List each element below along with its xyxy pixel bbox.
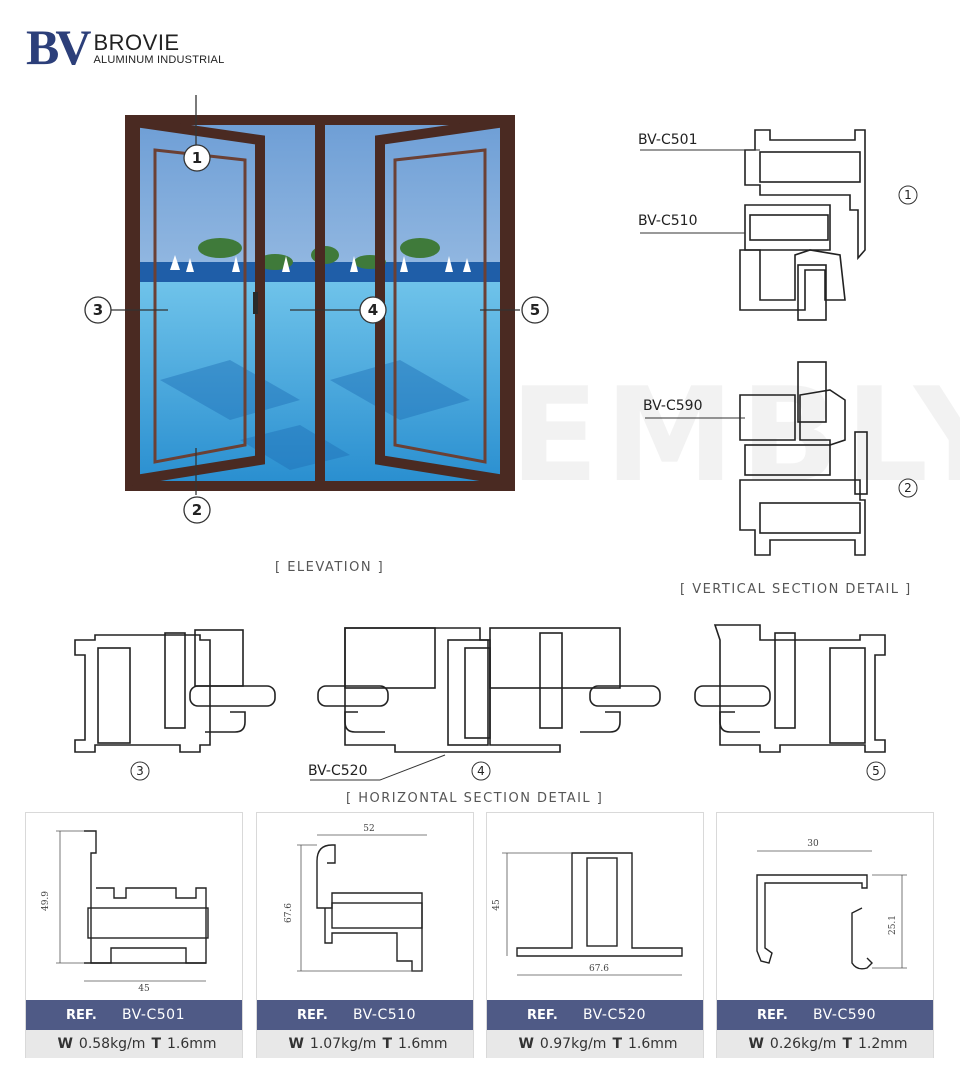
vertical-section-caption: [ VERTICAL SECTION DETAIL ] [680, 582, 912, 597]
horizontal-marker-4-label: 4 [477, 764, 485, 778]
horizontal-marker-3 [130, 761, 150, 781]
ref-code: BV-C510 [353, 1007, 416, 1023]
ref-code: BV-C520 [583, 1007, 646, 1023]
ref-code: BV-C590 [813, 1007, 876, 1023]
profile-card-bv-c520: 45 67.6 REF. BV-C520 W 0.97kg/m T 1.6mm [486, 812, 704, 1058]
scene-parasols [170, 255, 471, 272]
callout-4 [359, 296, 387, 324]
dim-height-bv-c590: 25.1 [888, 915, 898, 935]
vertical-section-leaders [640, 149, 918, 498]
vertical-marker-2-label: 2 [904, 481, 912, 495]
brand-logo: BV BROVIE ALUMINUM INDUSTRIAL [26, 18, 224, 75]
ref-label: REF. [757, 1007, 788, 1023]
horizontal-section-leaders [130, 754, 886, 781]
thickness-value: 1.2mm [858, 1036, 908, 1052]
spec-bar: W 1.07kg/m T 1.6mm [257, 1030, 473, 1058]
right-sash [375, 116, 510, 486]
vertical-marker-2 [898, 478, 918, 498]
weight-label: W [748, 1036, 764, 1052]
callout-5 [521, 296, 549, 324]
logo-subtitle: ALUMINUM INDUSTRIAL [93, 54, 225, 66]
diagram-canvas: ASSEMBLY [74, 95, 960, 781]
logo-mark: BV [26, 19, 91, 75]
thickness-value: 1.6mm [628, 1036, 678, 1052]
ref-bar: REF. BV-C501 [26, 1000, 242, 1030]
callout-4-label: 4 [368, 301, 378, 319]
profile-drawing-bv-c501: 49.9 45 [41, 830, 209, 994]
ref-bar: REF. BV-C510 [257, 1000, 473, 1030]
profile-drawing-bv-c520: 45 67.6 [492, 852, 683, 976]
callout-5-label: 5 [530, 301, 540, 319]
callout-2 [183, 496, 211, 524]
weight-value: 0.26kg/m [769, 1036, 837, 1052]
elevation-callouts [84, 95, 549, 524]
thickness-label: T [151, 1036, 161, 1052]
left-glazing-bead [153, 148, 247, 464]
profile-drawing-bv-c510: 52 67.6 [284, 824, 427, 972]
weight-label: W [57, 1036, 73, 1052]
profile-card-bv-c590: 30 25.1 REF. BV-C590 W 0.26kg/m T 1.2mm [716, 812, 934, 1058]
horizontal-section-drawing [74, 624, 886, 753]
callout-1 [183, 144, 211, 172]
ref-bar: REF. BV-C520 [487, 1000, 703, 1030]
thickness-label: T [842, 1036, 852, 1052]
weight-value: 0.58kg/m [78, 1036, 146, 1052]
thickness-value: 1.6mm [398, 1036, 448, 1052]
horizontal-marker-4 [471, 761, 491, 781]
dim-width-bv-c510: 52 [363, 824, 374, 834]
callout-3-label: 3 [93, 301, 103, 319]
right-glazing-bead [393, 148, 487, 464]
callout-1-label: 1 [192, 149, 202, 167]
ref-label: REF. [66, 1007, 97, 1023]
handle-icon [253, 292, 258, 314]
ref-code: BV-C501 [122, 1007, 185, 1023]
elevation-caption: [ ELEVATION ] [275, 560, 385, 575]
spec-bar: W 0.26kg/m T 1.2mm [717, 1030, 933, 1058]
dim-height-bv-c510: 67.6 [284, 903, 294, 923]
dim-height-bv-c501: 49.9 [41, 891, 51, 911]
label-bv-c590: BV-C590 [643, 398, 702, 414]
vertical-marker-1 [898, 185, 918, 205]
dim-height-bv-c520: 45 [492, 899, 502, 911]
vertical-marker-1-label: 1 [904, 188, 912, 202]
logo-brand: BROVIE [93, 30, 180, 55]
ref-label: REF. [297, 1007, 328, 1023]
dim-width-bv-c590: 30 [807, 839, 819, 849]
callout-2-label: 2 [192, 501, 202, 519]
ref-label: REF. [527, 1007, 558, 1023]
thickness-label: T [382, 1036, 392, 1052]
weight-label: W [288, 1036, 304, 1052]
thickness-label: T [612, 1036, 622, 1052]
horizontal-marker-5-label: 5 [872, 764, 880, 778]
dim-width-bv-c520: 67.6 [589, 964, 609, 974]
profile-card-bv-c510: 52 67.6 REF. BV-C510 W 1.07kg/m T 1.6mm [256, 812, 474, 1058]
vertical-section-drawing [739, 129, 868, 556]
horizontal-marker-3-label: 3 [136, 764, 144, 778]
window-elevation [125, 115, 515, 491]
label-bv-c501: BV-C501 [638, 132, 697, 148]
horizontal-section-caption: [ HORIZONTAL SECTION DETAIL ] [346, 791, 604, 806]
weight-value: 1.07kg/m [309, 1036, 377, 1052]
horizontal-marker-5 [866, 761, 886, 781]
weight-label: W [518, 1036, 534, 1052]
dim-width-bv-c501: 45 [138, 984, 150, 994]
spec-bar: W 0.58kg/m T 1.6mm [26, 1030, 242, 1058]
ref-bar: REF. BV-C590 [717, 1000, 933, 1030]
label-bv-c520: BV-C520 [308, 763, 367, 779]
center-mullion [315, 122, 325, 484]
spec-bar: W 0.97kg/m T 1.6mm [487, 1030, 703, 1058]
profile-card-bv-c501: 49.9 45 REF. BV-C501 W 0.58kg/m T 1.6mm [25, 812, 243, 1058]
left-sash [130, 116, 265, 486]
callout-3 [84, 296, 112, 324]
thickness-value: 1.6mm [167, 1036, 217, 1052]
logo-text: BROVIE ALUMINUM INDUSTRIAL [93, 32, 224, 70]
profile-drawing-bv-c590: 30 25.1 [756, 839, 907, 970]
label-bv-c510: BV-C510 [638, 213, 697, 229]
weight-value: 0.97kg/m [539, 1036, 607, 1052]
